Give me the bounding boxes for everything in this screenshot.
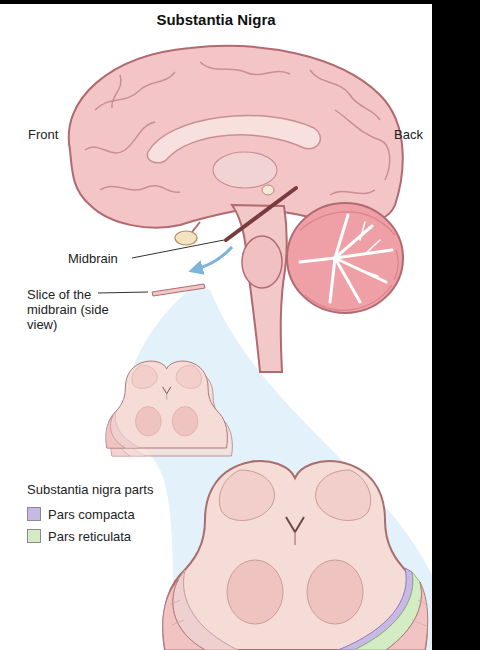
part-label: Slice of the midbrain (side view) bbox=[27, 287, 119, 332]
orientation-label: Front bbox=[28, 127, 58, 142]
legend: Pars compactaPars reticulata bbox=[27, 504, 135, 548]
legend-swatch bbox=[27, 507, 41, 521]
legend-row: Pars reticulata bbox=[27, 526, 135, 546]
legend-row: Pars compacta bbox=[27, 504, 135, 524]
part-label: Midbrain bbox=[68, 251, 118, 266]
legend-swatch bbox=[27, 529, 41, 543]
legend-text: Pars compacta bbox=[48, 507, 135, 522]
orientation-label: Back bbox=[394, 127, 423, 142]
title: Substantia Nigra bbox=[0, 11, 432, 28]
legend-heading: Substantia nigra parts bbox=[27, 482, 153, 497]
legend-text: Pars reticulata bbox=[48, 529, 131, 544]
